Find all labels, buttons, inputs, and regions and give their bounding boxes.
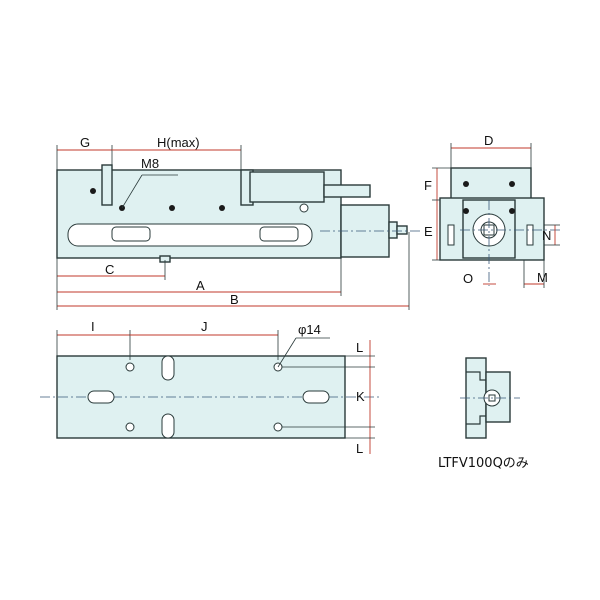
label-L-top: L xyxy=(356,340,363,355)
label-D: D xyxy=(484,133,493,148)
label-B: B xyxy=(230,292,239,307)
label-E: E xyxy=(424,224,433,239)
slot-window-right xyxy=(259,226,299,242)
end-dimensions xyxy=(432,143,560,288)
plan-dimensions xyxy=(56,330,375,454)
label-phi14: φ14 xyxy=(298,322,321,337)
label-N: N xyxy=(542,228,551,243)
label-A: A xyxy=(196,278,205,293)
label-M8: M8 xyxy=(141,156,159,171)
label-L-bottom: L xyxy=(356,441,363,456)
slot-window-left xyxy=(111,226,151,242)
side-dimensions xyxy=(56,145,410,310)
label-K: K xyxy=(356,389,365,404)
mount-hole xyxy=(273,422,283,432)
handle-tip xyxy=(396,225,408,235)
label-M: M xyxy=(537,270,548,285)
label-G: G xyxy=(80,135,90,150)
fixed-jaw xyxy=(101,164,113,206)
mount-hole xyxy=(125,422,135,432)
handle-stub xyxy=(388,221,398,239)
end-view: D F E N O M xyxy=(424,133,560,288)
detail-view xyxy=(460,357,520,439)
mount-hole xyxy=(125,362,135,372)
plan-view: I J φ14 L K L xyxy=(40,319,380,456)
label-F: F xyxy=(424,178,432,193)
side-view: G H(max) M8 C A B xyxy=(56,135,420,310)
top-block xyxy=(249,171,325,203)
screw-housing xyxy=(323,184,371,198)
plan-slot xyxy=(161,413,175,439)
fastener-icons xyxy=(90,188,309,213)
label-C: C xyxy=(105,262,114,277)
label-O: O xyxy=(463,271,473,286)
label-J: J xyxy=(201,319,208,334)
label-H: H(max) xyxy=(157,135,200,150)
plan-slot xyxy=(87,390,115,404)
plan-slot xyxy=(302,390,330,404)
detail-caption: LTFV100Qのみ xyxy=(438,456,529,471)
plan-slot xyxy=(161,355,175,381)
label-I: I xyxy=(91,319,95,334)
